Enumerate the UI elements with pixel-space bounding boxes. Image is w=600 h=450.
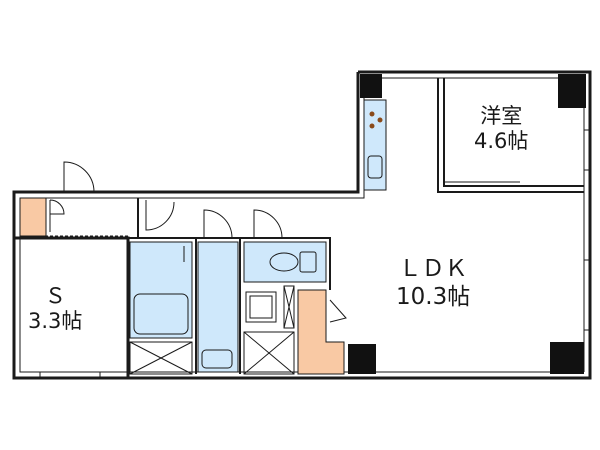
orange-fixture bbox=[297, 289, 345, 375]
room-size: 4.6帖 bbox=[474, 129, 529, 154]
window-marks bbox=[39, 129, 590, 378]
kitchen bbox=[363, 99, 387, 191]
bathroom bbox=[129, 241, 193, 339]
wet-area-walls bbox=[128, 237, 331, 374]
columns bbox=[348, 74, 586, 374]
outer-walls bbox=[12, 70, 592, 380]
room-label-ldk: ＬＤＫ 10.3帖 bbox=[396, 256, 470, 311]
room-label-yoshitsu: 洋室 4.6帖 bbox=[474, 104, 528, 154]
storage-boxes bbox=[129, 285, 295, 375]
toilet-room bbox=[243, 241, 327, 283]
doors bbox=[49, 161, 347, 323]
room-size: 3.3帖 bbox=[28, 309, 83, 334]
yoshitsu-walls bbox=[437, 78, 584, 193]
entrance bbox=[19, 197, 139, 238]
room-name: ＬＤＫ bbox=[398, 256, 468, 282]
washroom bbox=[197, 241, 277, 373]
room-size: 10.3帖 bbox=[396, 283, 471, 310]
room-name: 洋室 bbox=[480, 104, 523, 128]
room-label-storage: Ｓ 3.3帖 bbox=[28, 284, 82, 334]
room-name: Ｓ bbox=[44, 284, 66, 308]
